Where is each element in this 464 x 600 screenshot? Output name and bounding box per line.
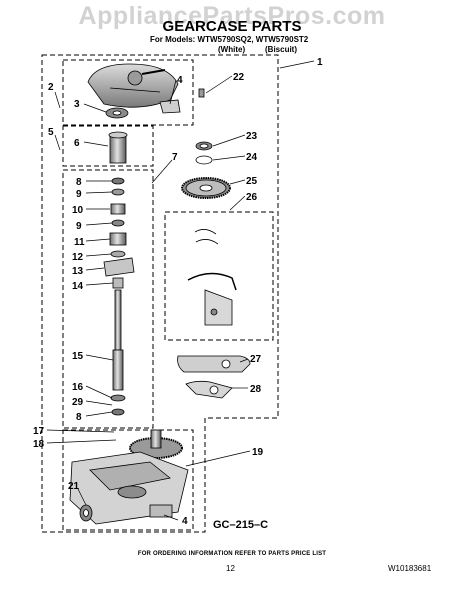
callout-4-top: 4 — [177, 75, 183, 86]
document-number: W10183681 — [388, 564, 432, 573]
callout-22: 22 — [233, 72, 245, 83]
callout-18: 18 — [33, 439, 45, 450]
ring-23 — [195, 141, 213, 151]
assembly-box-shaft — [62, 169, 154, 429]
callout-labels: 1 2 3 4 22 5 6 7 23 24 8 9 10 25 26 9 11… — [33, 57, 323, 531]
callout-24: 24 — [246, 152, 258, 163]
color-white-label: (White) — [218, 45, 246, 54]
tab-bracket — [159, 99, 181, 114]
bracket-28 — [185, 380, 233, 399]
gearcase-body — [69, 429, 189, 525]
plate-27 — [177, 355, 251, 373]
callout-1: 1 — [317, 57, 323, 68]
watermark: AppliancePartsPros.com — [78, 2, 386, 30]
assembly-box-pinion — [62, 125, 154, 167]
callout-21: 21 — [68, 481, 80, 492]
gearcase-cover — [87, 63, 179, 108]
pinion-gear — [108, 131, 128, 164]
page-title: GEARCASE PARTS — [162, 18, 302, 35]
callout-29: 29 — [72, 397, 84, 408]
callout-25: 25 — [246, 176, 258, 187]
shift-assembly-26 — [187, 229, 237, 326]
model-list: For Models: WTW5790SQ2, WTW5790ST2 — [150, 35, 309, 44]
callout-12: 12 — [72, 252, 84, 263]
callout-6: 6 — [74, 138, 80, 149]
callout-26: 26 — [246, 192, 258, 203]
callout-4-bottom: 4 — [182, 516, 188, 527]
callout-9-mid: 9 — [76, 221, 82, 232]
callout-27: 27 — [250, 354, 262, 365]
callout-7: 7 — [172, 152, 178, 163]
callout-11: 11 — [74, 237, 85, 248]
callout-13: 13 — [72, 266, 84, 277]
assembly-box-outer — [41, 54, 279, 533]
assembly-box-cover — [62, 59, 194, 126]
page-number: 12 — [226, 564, 235, 573]
callout-28: 28 — [250, 384, 262, 395]
assembly-box-gearcase — [62, 429, 194, 531]
callout-3: 3 — [74, 99, 80, 110]
ordering-note: FOR ORDERING INFORMATION REFER TO PARTS … — [137, 551, 327, 557]
callout-23: 23 — [246, 131, 258, 142]
seal-21 — [79, 504, 93, 522]
seal-3 — [105, 107, 129, 119]
assembly-box-shift — [164, 211, 274, 341]
callout-8-bottom: 8 — [76, 412, 82, 423]
callout-8-top: 8 — [76, 177, 82, 188]
color-biscuit-label: (Biscuit) — [265, 45, 297, 54]
screw-22 — [198, 88, 205, 98]
callout-10: 10 — [72, 205, 84, 216]
callout-14: 14 — [72, 281, 84, 292]
gear-25 — [181, 177, 231, 199]
callout-9-top: 9 — [76, 189, 82, 200]
callout-17: 17 — [33, 426, 45, 437]
diagram-code: GC–215–C — [213, 519, 268, 531]
callout-2: 2 — [48, 82, 54, 93]
shaft-stack — [103, 177, 135, 416]
callout-15: 15 — [72, 351, 84, 362]
leader-lines — [46, 60, 315, 521]
callout-5: 5 — [48, 127, 54, 138]
ring-24 — [195, 155, 213, 165]
callout-19: 19 — [252, 447, 264, 458]
callout-16: 16 — [72, 382, 84, 393]
